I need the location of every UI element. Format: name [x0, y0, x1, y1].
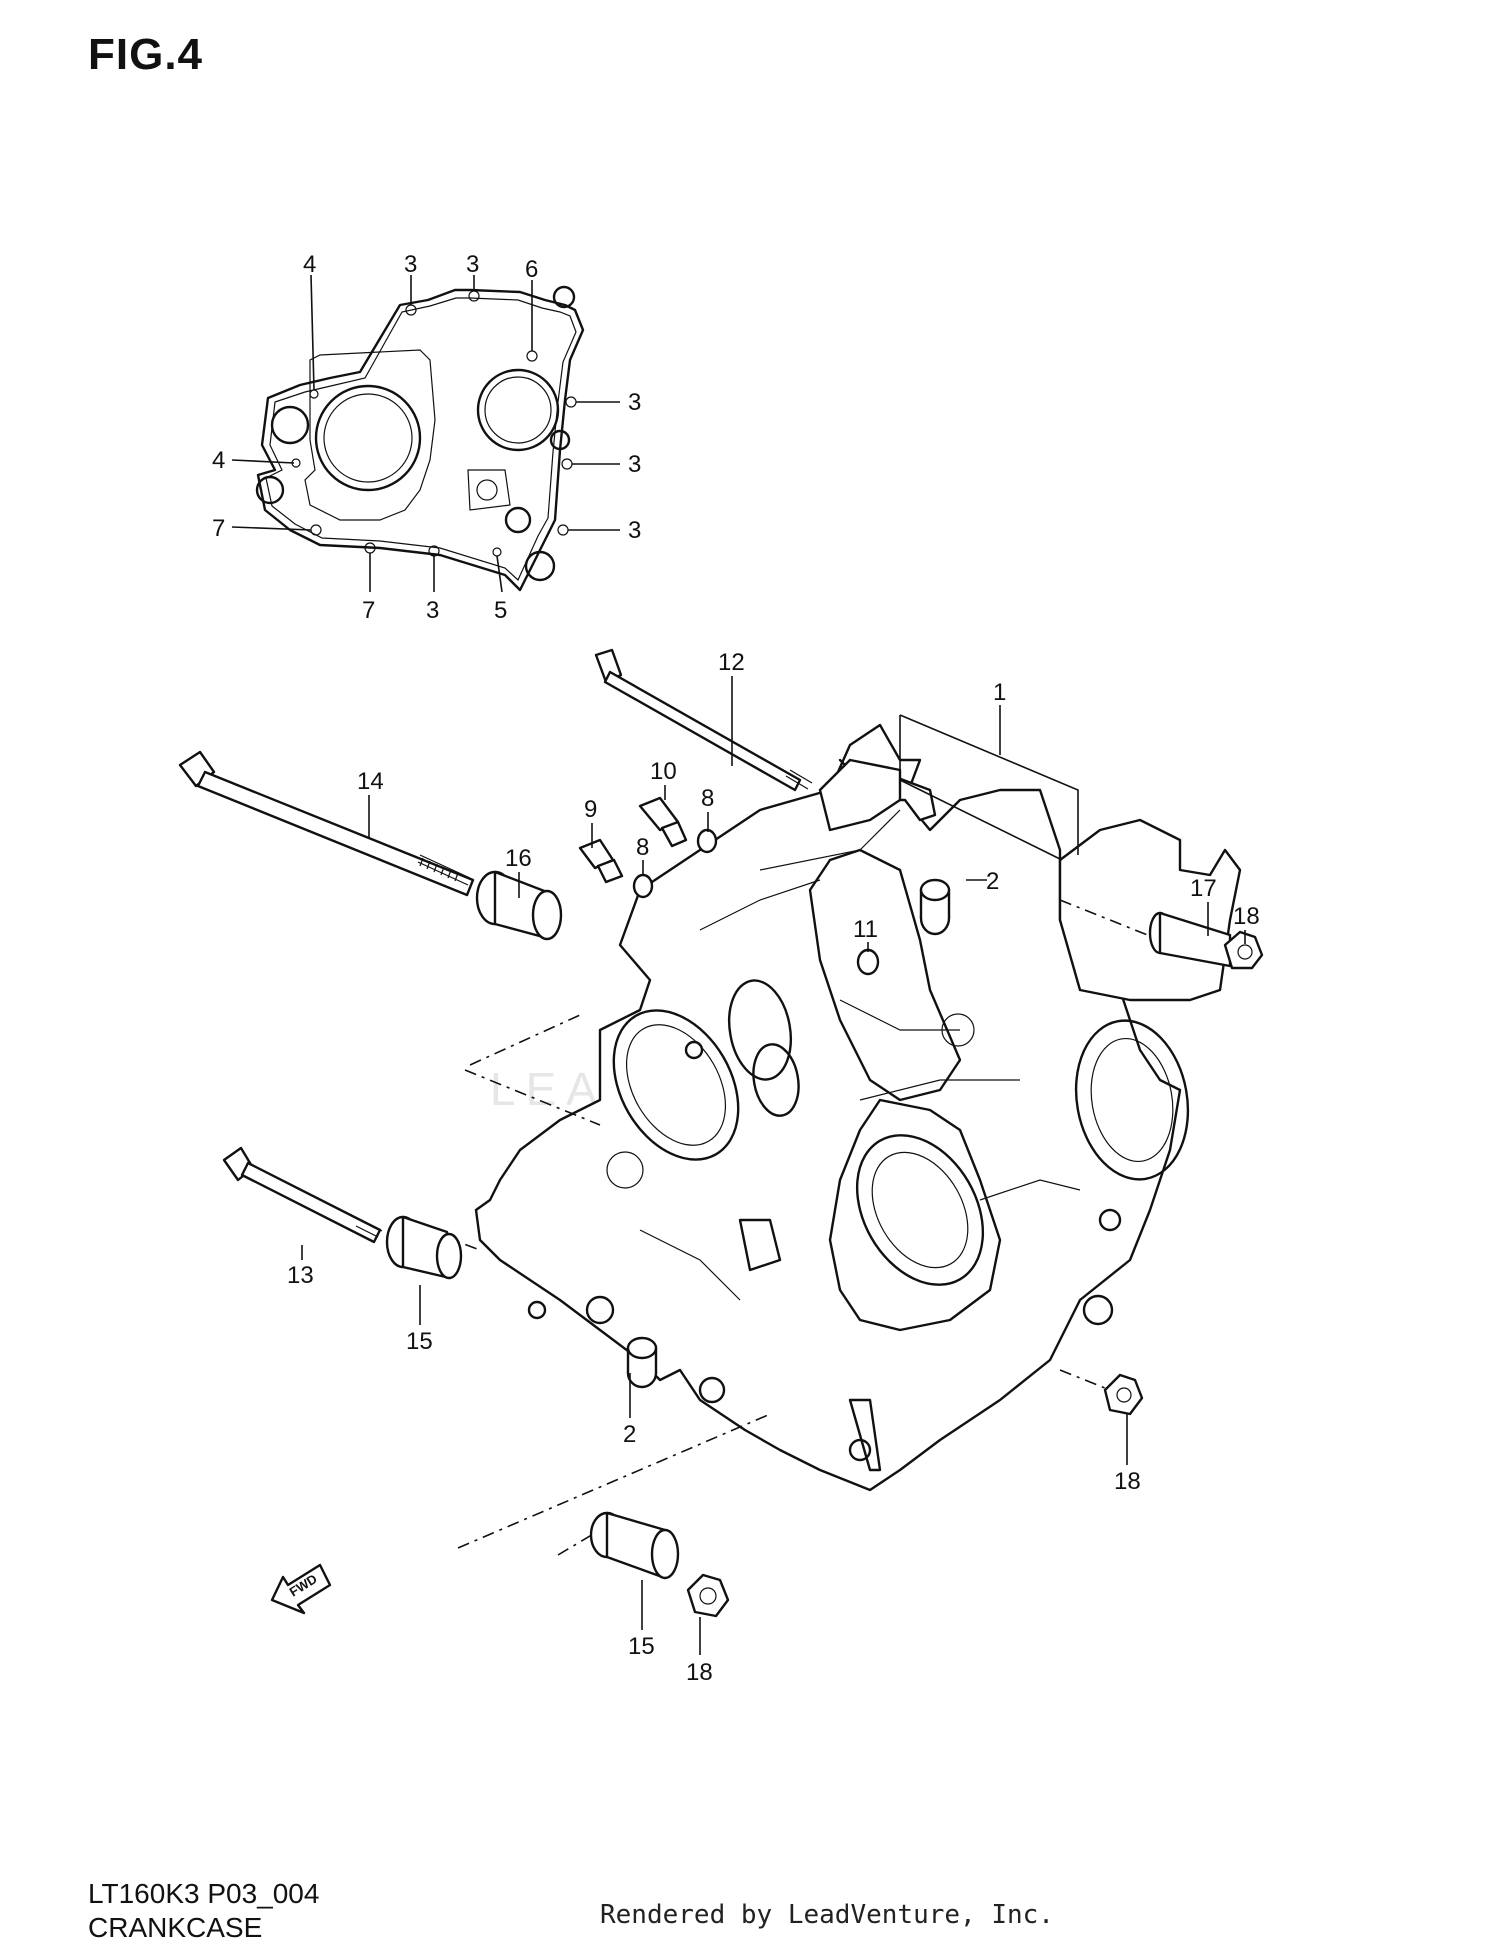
diagram-name: CRANKCASE: [88, 1912, 263, 1943]
callout-gasket-3a: 3: [404, 251, 417, 278]
callout-gasket-3d: 3: [628, 451, 641, 478]
callout-18b: 18: [1114, 1468, 1141, 1495]
crankcase-body: [474, 723, 1242, 1492]
callout-14: 14: [357, 768, 384, 795]
crankcase-gasket: [255, 285, 585, 592]
o-ring-8-lower: [632, 873, 654, 899]
callout-gasket-7b: 7: [362, 597, 375, 624]
sleeve-15-lower: [589, 1511, 680, 1580]
callout-10: 10: [650, 758, 677, 785]
callout-15b: 15: [628, 1633, 655, 1660]
diagram-code: LT160K3 P03_004: [88, 1878, 320, 1909]
callout-18c: 18: [686, 1659, 713, 1686]
jet-10: [638, 796, 688, 848]
o-ring-11: [856, 948, 880, 976]
callout-gasket-6: 6: [525, 256, 538, 283]
callout-8a: 8: [701, 785, 714, 812]
callout-15a: 15: [406, 1328, 433, 1355]
callout-18a: 18: [1233, 903, 1260, 930]
nut-18-lower: [686, 1573, 730, 1618]
figure-title: FIG.4: [88, 30, 204, 79]
nut-18-mid: [1103, 1373, 1144, 1416]
callout-11: 11: [853, 916, 878, 943]
fwd-arrow-icon: FWD: [270, 1563, 332, 1615]
stud-17: [1148, 911, 1232, 968]
callout-12: 12: [718, 649, 745, 676]
callout-17: 17: [1190, 875, 1217, 902]
sleeve-15-upper: [385, 1215, 463, 1280]
callout-9: 9: [584, 796, 597, 823]
callout-1: 1: [993, 679, 1006, 706]
callout-gasket-3b: 3: [466, 251, 479, 278]
callout-gasket-4b: 4: [212, 447, 225, 474]
dowel-2-upper: [919, 878, 951, 936]
gasket-leader-lines: [231, 274, 620, 593]
o-ring-8-upper: [696, 828, 718, 854]
nut-18-upper: [1223, 930, 1264, 970]
callout-2a: 2: [986, 868, 999, 895]
callout-16: 16: [505, 845, 532, 872]
sleeve-16: [475, 870, 563, 941]
callout-gasket-3e: 3: [628, 517, 641, 544]
jet-9: [578, 838, 624, 884]
bolt-13: [222, 1146, 383, 1244]
callout-gasket-4a: 4: [303, 251, 316, 278]
callout-gasket-3c: 3: [628, 389, 641, 416]
main-leader-lines: [301, 676, 1246, 1655]
callout-gasket-3f: 3: [426, 597, 439, 624]
callout-2b: 2: [623, 1421, 636, 1448]
callout-8b: 8: [636, 834, 649, 861]
callout-gasket-7a: 7: [212, 515, 225, 542]
callout-gasket-5: 5: [494, 597, 507, 624]
callout-13: 13: [287, 1262, 314, 1289]
bolt-12: [594, 648, 813, 792]
dowel-2-lower: [626, 1336, 658, 1389]
bolt-14: [178, 750, 475, 897]
render-credit: Rendered by LeadVenture, Inc.: [600, 1900, 1054, 1930]
